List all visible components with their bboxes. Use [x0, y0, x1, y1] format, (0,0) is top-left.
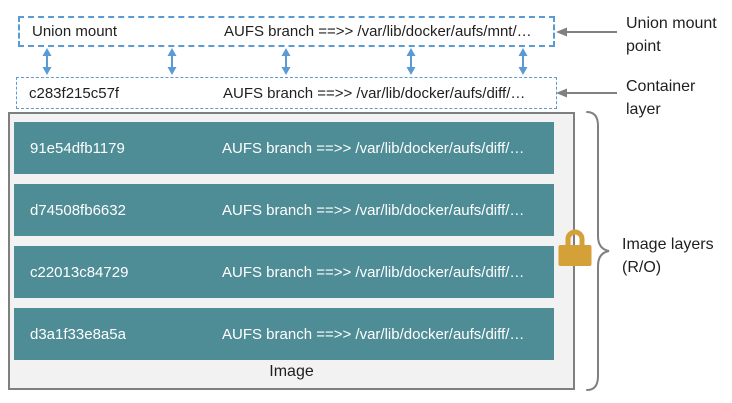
double-arrow-icon — [167, 48, 177, 75]
image-layers-label: Image layers (R/O) — [622, 236, 714, 276]
double-arrow-icon — [42, 48, 52, 75]
left-arrow-icon — [556, 88, 617, 98]
container-branch-path: AUFS branch ==>> /var/lib/docker/aufs/di… — [223, 84, 526, 102]
image-layer-row: d74508fb6632 AUFS branch ==>> /var/lib/d… — [14, 184, 554, 236]
container-layer-id: c283f215c57f — [29, 84, 120, 102]
image-caption: Image — [269, 363, 314, 380]
image-layer-row: d3a1f33e8a5a AUFS branch ==>> /var/lib/d… — [14, 308, 554, 360]
layer-id: 91e54dfb1179 — [30, 139, 125, 157]
union-mount-branch-path: AUFS branch ==>> /var/lib/docker/aufs/mn… — [224, 23, 532, 40]
layer-branch-path: AUFS branch ==>> /var/lib/docker/aufs/di… — [222, 325, 525, 343]
layer-id: d3a1f33e8a5a — [30, 325, 126, 343]
double-arrow-icon — [406, 48, 416, 75]
double-arrow-icon — [518, 48, 528, 75]
container-layer-box: c283f215c57f AUFS branch ==>> /var/lib/d… — [16, 77, 557, 109]
layer-branch-path: AUFS branch ==>> /var/lib/docker/aufs/di… — [222, 263, 525, 281]
layer-id: c22013c84729 — [30, 263, 129, 281]
union-mount-point-label: Union mount point — [626, 15, 717, 55]
union-mount-label: Union mount — [32, 23, 118, 40]
left-arrow-icon — [556, 27, 617, 37]
layer-branch-path: AUFS branch ==>> /var/lib/docker/aufs/di… — [222, 201, 525, 219]
lock-icon — [558, 229, 592, 266]
double-arrow-icon — [281, 48, 291, 75]
curly-brace — [586, 111, 610, 391]
layer-id: d74508fb6632 — [30, 201, 126, 219]
image-box: 91e54dfb1179 AUFS branch ==>> /var/lib/d… — [8, 112, 575, 390]
layer-branch-path: AUFS branch ==>> /var/lib/docker/aufs/di… — [222, 139, 525, 157]
image-layer-row: c22013c84729 AUFS branch ==>> /var/lib/d… — [14, 246, 554, 298]
union-mount-box: Union mount AUFS branch ==>> /var/lib/do… — [18, 16, 555, 47]
container-layer-label: Container layer — [626, 78, 696, 118]
image-layer-row: 91e54dfb1179 AUFS branch ==>> /var/lib/d… — [14, 122, 554, 174]
